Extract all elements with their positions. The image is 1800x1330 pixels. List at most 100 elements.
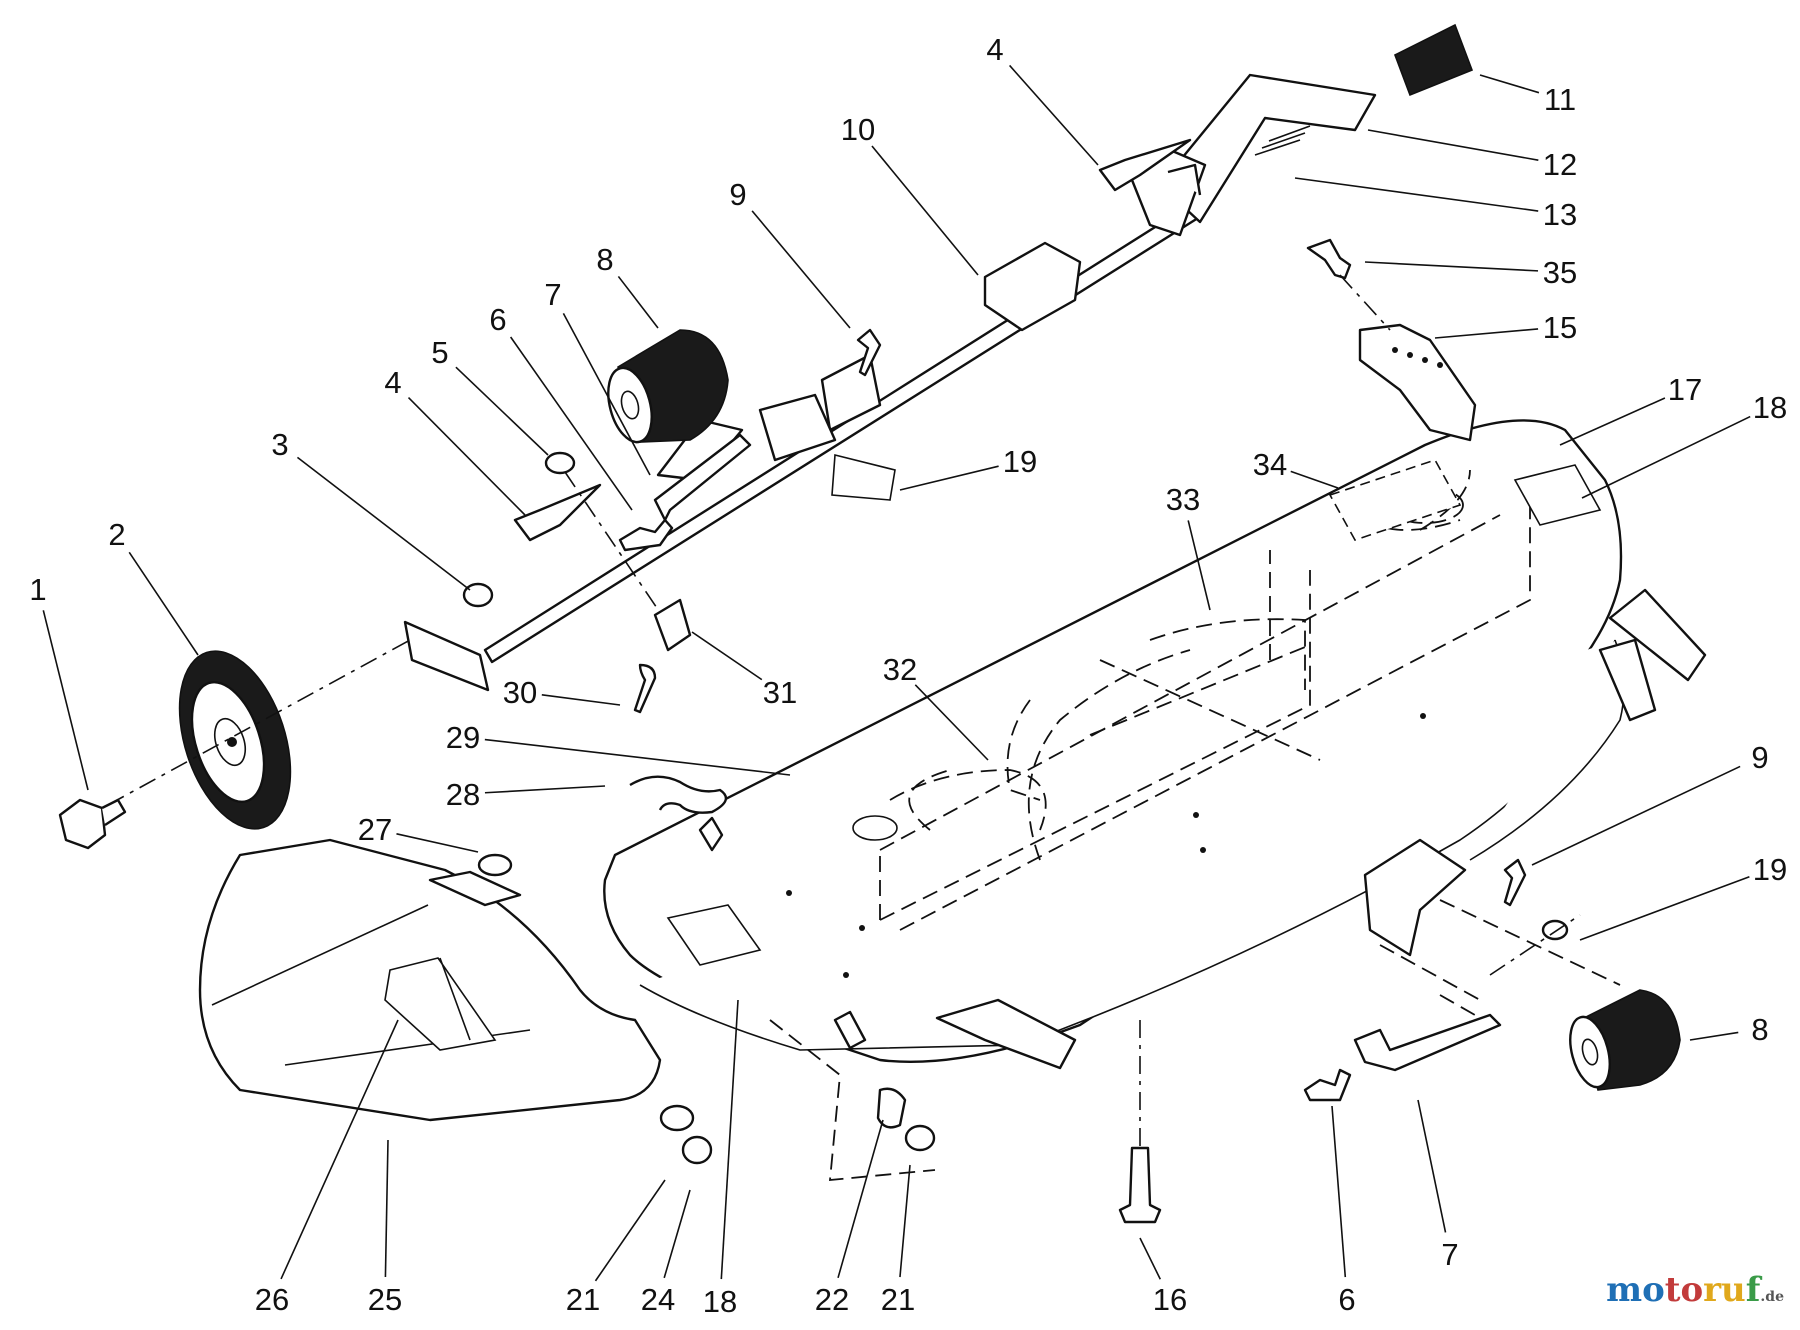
callout-c31: 31 [691,631,797,710]
leader-line [384,1139,389,1278]
callout-number: 24 [641,1282,675,1317]
leader-line [128,551,199,656]
washer-21-right [904,1124,936,1152]
callout-c32: 32 [883,652,989,761]
nut-19-top-plate [831,453,896,501]
leader-line [617,275,659,329]
callout-number: 21 [881,1282,915,1317]
spacer-22 [876,1087,907,1129]
leader-line [1187,520,1211,611]
leader-line [1579,875,1750,941]
leader-line [899,465,999,491]
bolt-6-top [618,518,674,552]
washer-27 [477,853,513,877]
leader-line [1367,129,1539,161]
callout-number: 4 [986,32,1003,67]
gauge-roller-bottom [1569,989,1681,1091]
hanger-bracket-15 [1358,323,1477,442]
leader-line [455,366,549,456]
bolt-35-axis [1339,274,1391,331]
callout-c12: 12 [1367,129,1577,182]
lift-lever [1128,23,1474,237]
roller-pin-bottom [1353,1013,1502,1072]
callout-c25: 25 [368,1139,402,1317]
leader-line [541,694,621,706]
callout-number: 5 [431,335,448,370]
callout-c35: 35 [1364,255,1577,290]
bolt-35 [1306,238,1352,280]
callout-c8b: 8 [1689,1012,1769,1047]
leader-line [296,456,471,591]
leader-line [484,785,606,794]
cotter-pin-9-top [856,328,882,377]
callout-c7b: 7 [1417,1099,1459,1272]
roller-bracket-right [1363,838,1621,1036]
callout-c29: 29 [446,720,791,776]
watermark-part2: to [1664,1270,1704,1310]
leader-line [1417,1099,1447,1233]
callout-c15: 15 [1434,310,1577,345]
leader-line [720,999,739,1280]
bolt-31-axis [564,471,666,621]
callout-number: 12 [1543,147,1577,182]
callout-c4a: 4 [384,365,526,516]
callout-number: 18 [703,1284,737,1319]
callout-number: 17 [1668,372,1702,407]
callout-c9a: 9 [729,177,851,329]
discharge-deflector [198,838,662,1122]
hairpin-clip-right [1098,138,1192,192]
callout-number: 9 [1751,740,1768,775]
callout-number: 8 [1751,1012,1768,1047]
callout-number: 4 [384,365,401,400]
front-wheel [178,650,292,830]
leader-line [594,1179,666,1282]
callout-number: 19 [1753,852,1787,887]
callout-number: 19 [1003,444,1037,479]
callout-c7a: 7 [544,277,651,476]
leader-line [1559,397,1666,446]
callout-number: 7 [1441,1237,1458,1272]
callout-number: 13 [1543,197,1577,232]
leader-line [1364,261,1539,272]
callout-c30: 30 [503,675,621,710]
callout-number: 31 [763,675,797,710]
leader-line [1689,1031,1739,1041]
leader-line [484,738,791,776]
leader-line [407,397,526,516]
callout-c33: 33 [1166,482,1211,611]
callout-number: 16 [1153,1282,1187,1317]
nut-5 [544,451,576,475]
callout-number: 25 [368,1282,402,1317]
cotter-pin-9-bottom [1503,858,1527,907]
callout-c34: 34 [1253,447,1339,489]
callout-number: 8 [596,242,613,277]
callout-number: 6 [1338,1282,1355,1317]
watermark-part4: f [1745,1270,1761,1310]
leader-line [1009,64,1099,166]
callout-c26: 26 [255,1019,399,1317]
callout-c6b: 6 [1331,1105,1356,1317]
leader-line [509,336,633,511]
callout-c1: 1 [29,572,89,791]
pivot-pin-29 [698,816,724,852]
nut-24 [681,1135,713,1165]
callout-number: 1 [29,572,46,607]
callout-c11: 11 [1479,74,1576,117]
callout-c13: 13 [1294,177,1577,232]
leader-line [1581,415,1751,499]
gauge-roller-top [607,329,729,444]
callout-number: 35 [1543,255,1577,290]
motoruf-watermark: motoruf.de [1606,1270,1784,1310]
callout-number: 22 [815,1282,849,1317]
stud-bolt [833,1010,867,1050]
callout-c18a: 18 [1581,390,1787,499]
callout-number: 34 [1253,447,1287,482]
wheel-bolt [58,798,127,850]
callout-number: 3 [271,427,288,462]
callout-number: 29 [446,720,480,755]
callout-c18b: 18 [703,999,739,1319]
callout-c17: 17 [1559,372,1702,446]
mower-deck [603,419,1707,1070]
fastener-dashed-outline [769,1019,936,1181]
